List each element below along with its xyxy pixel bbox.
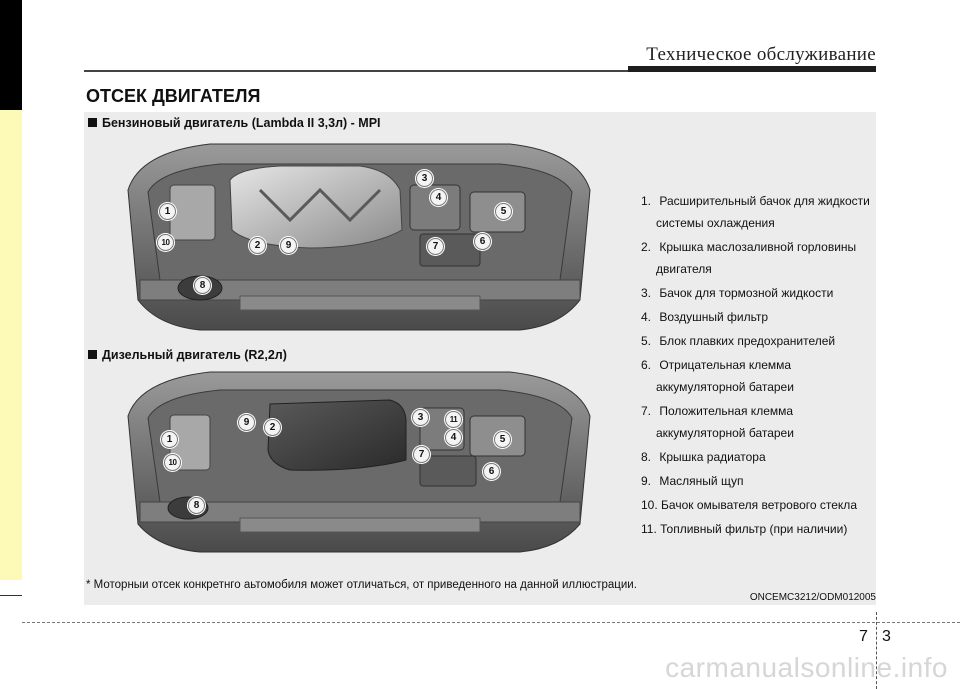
legend-item: 4. Воздушный фильтр <box>641 310 769 324</box>
petrol-engine-illustration <box>127 143 591 331</box>
callout-6: 6 <box>474 233 491 250</box>
legend-item: 11. Топливный фильтр (при наличии) <box>641 522 848 536</box>
chapter-number: 7 <box>859 628 868 645</box>
edge-rule <box>0 595 22 596</box>
section-title: Техническое обслуживание <box>646 44 876 65</box>
illustration-footnote: * Моторныи отсек конкретнго аьтомобиля м… <box>86 579 637 591</box>
legend-item: 2. Крышка маслозаливной горловины двигат… <box>641 240 857 276</box>
component-legend: 1. Расширительный бачок для жидкости сис… <box>641 190 877 542</box>
footer-dashed-rule <box>22 622 960 623</box>
callout-4: 4 <box>430 189 447 206</box>
legend-item: 10. Бачок омывателя ветрового стекла <box>641 498 857 512</box>
bullet-square-icon <box>88 118 97 127</box>
petrol-engine-title-text: Бензиновый двигатель (Lambda II 3,3л) - … <box>102 116 381 130</box>
callout-5: 5 <box>495 203 512 220</box>
edge-tab-black <box>0 0 22 110</box>
callout-10: 10 <box>164 454 181 471</box>
callout-7: 7 <box>427 238 444 255</box>
page-number-divider <box>876 612 877 689</box>
callout-11: 11 <box>445 411 462 428</box>
callout-8: 8 <box>188 497 205 514</box>
diesel-engine-title-text: Дизельный двигатель (R2,2л) <box>102 348 287 362</box>
legend-item: 7. Положительная клемма аккумуляторной б… <box>641 404 794 440</box>
callout-8: 8 <box>194 277 211 294</box>
legend-item: 9. Масляный щуп <box>641 474 744 488</box>
callout-9: 9 <box>238 414 255 431</box>
watermark: carmanualsonline.info <box>665 652 948 683</box>
edge-tab-yellow <box>0 110 22 580</box>
legend-item: 8. Крышка радиатора <box>641 450 766 464</box>
callout-5: 5 <box>494 431 511 448</box>
image-code: ONCEMC3212/ODM012005 <box>749 592 876 603</box>
petrol-engine-title: Бензиновый двигатель (Lambda II 3,3л) - … <box>88 116 381 130</box>
legend-item: 5. Блок плавких предохранителей <box>641 334 836 348</box>
diesel-engine-title: Дизельный двигатель (R2,2л) <box>88 348 287 362</box>
callout-10: 10 <box>157 234 174 251</box>
callout-1: 1 <box>159 203 176 220</box>
callout-4: 4 <box>445 429 462 446</box>
page-number: 3 <box>882 628 891 645</box>
header-rule <box>84 70 628 72</box>
callout-2: 2 <box>264 419 281 436</box>
diesel-engine-illustration <box>127 371 591 553</box>
callout-2: 2 <box>249 237 266 254</box>
legend-item: 6. Отрицательная клемма аккумуляторной б… <box>641 358 794 394</box>
callout-3: 3 <box>416 170 433 187</box>
callout-3: 3 <box>412 409 429 426</box>
header-bar <box>628 66 876 72</box>
legend-item: 3. Бачок для тормозной жидкости <box>641 286 834 300</box>
callout-1: 1 <box>161 431 178 448</box>
callout-7: 7 <box>413 446 430 463</box>
callout-9: 9 <box>280 237 297 254</box>
bullet-square-icon <box>88 350 97 359</box>
callout-6: 6 <box>483 463 500 480</box>
legend-item: 1. Расширительный бачок для жидкости сис… <box>641 194 870 230</box>
page-heading: ОТСЕК ДВИГАТЕЛЯ <box>86 86 261 106</box>
